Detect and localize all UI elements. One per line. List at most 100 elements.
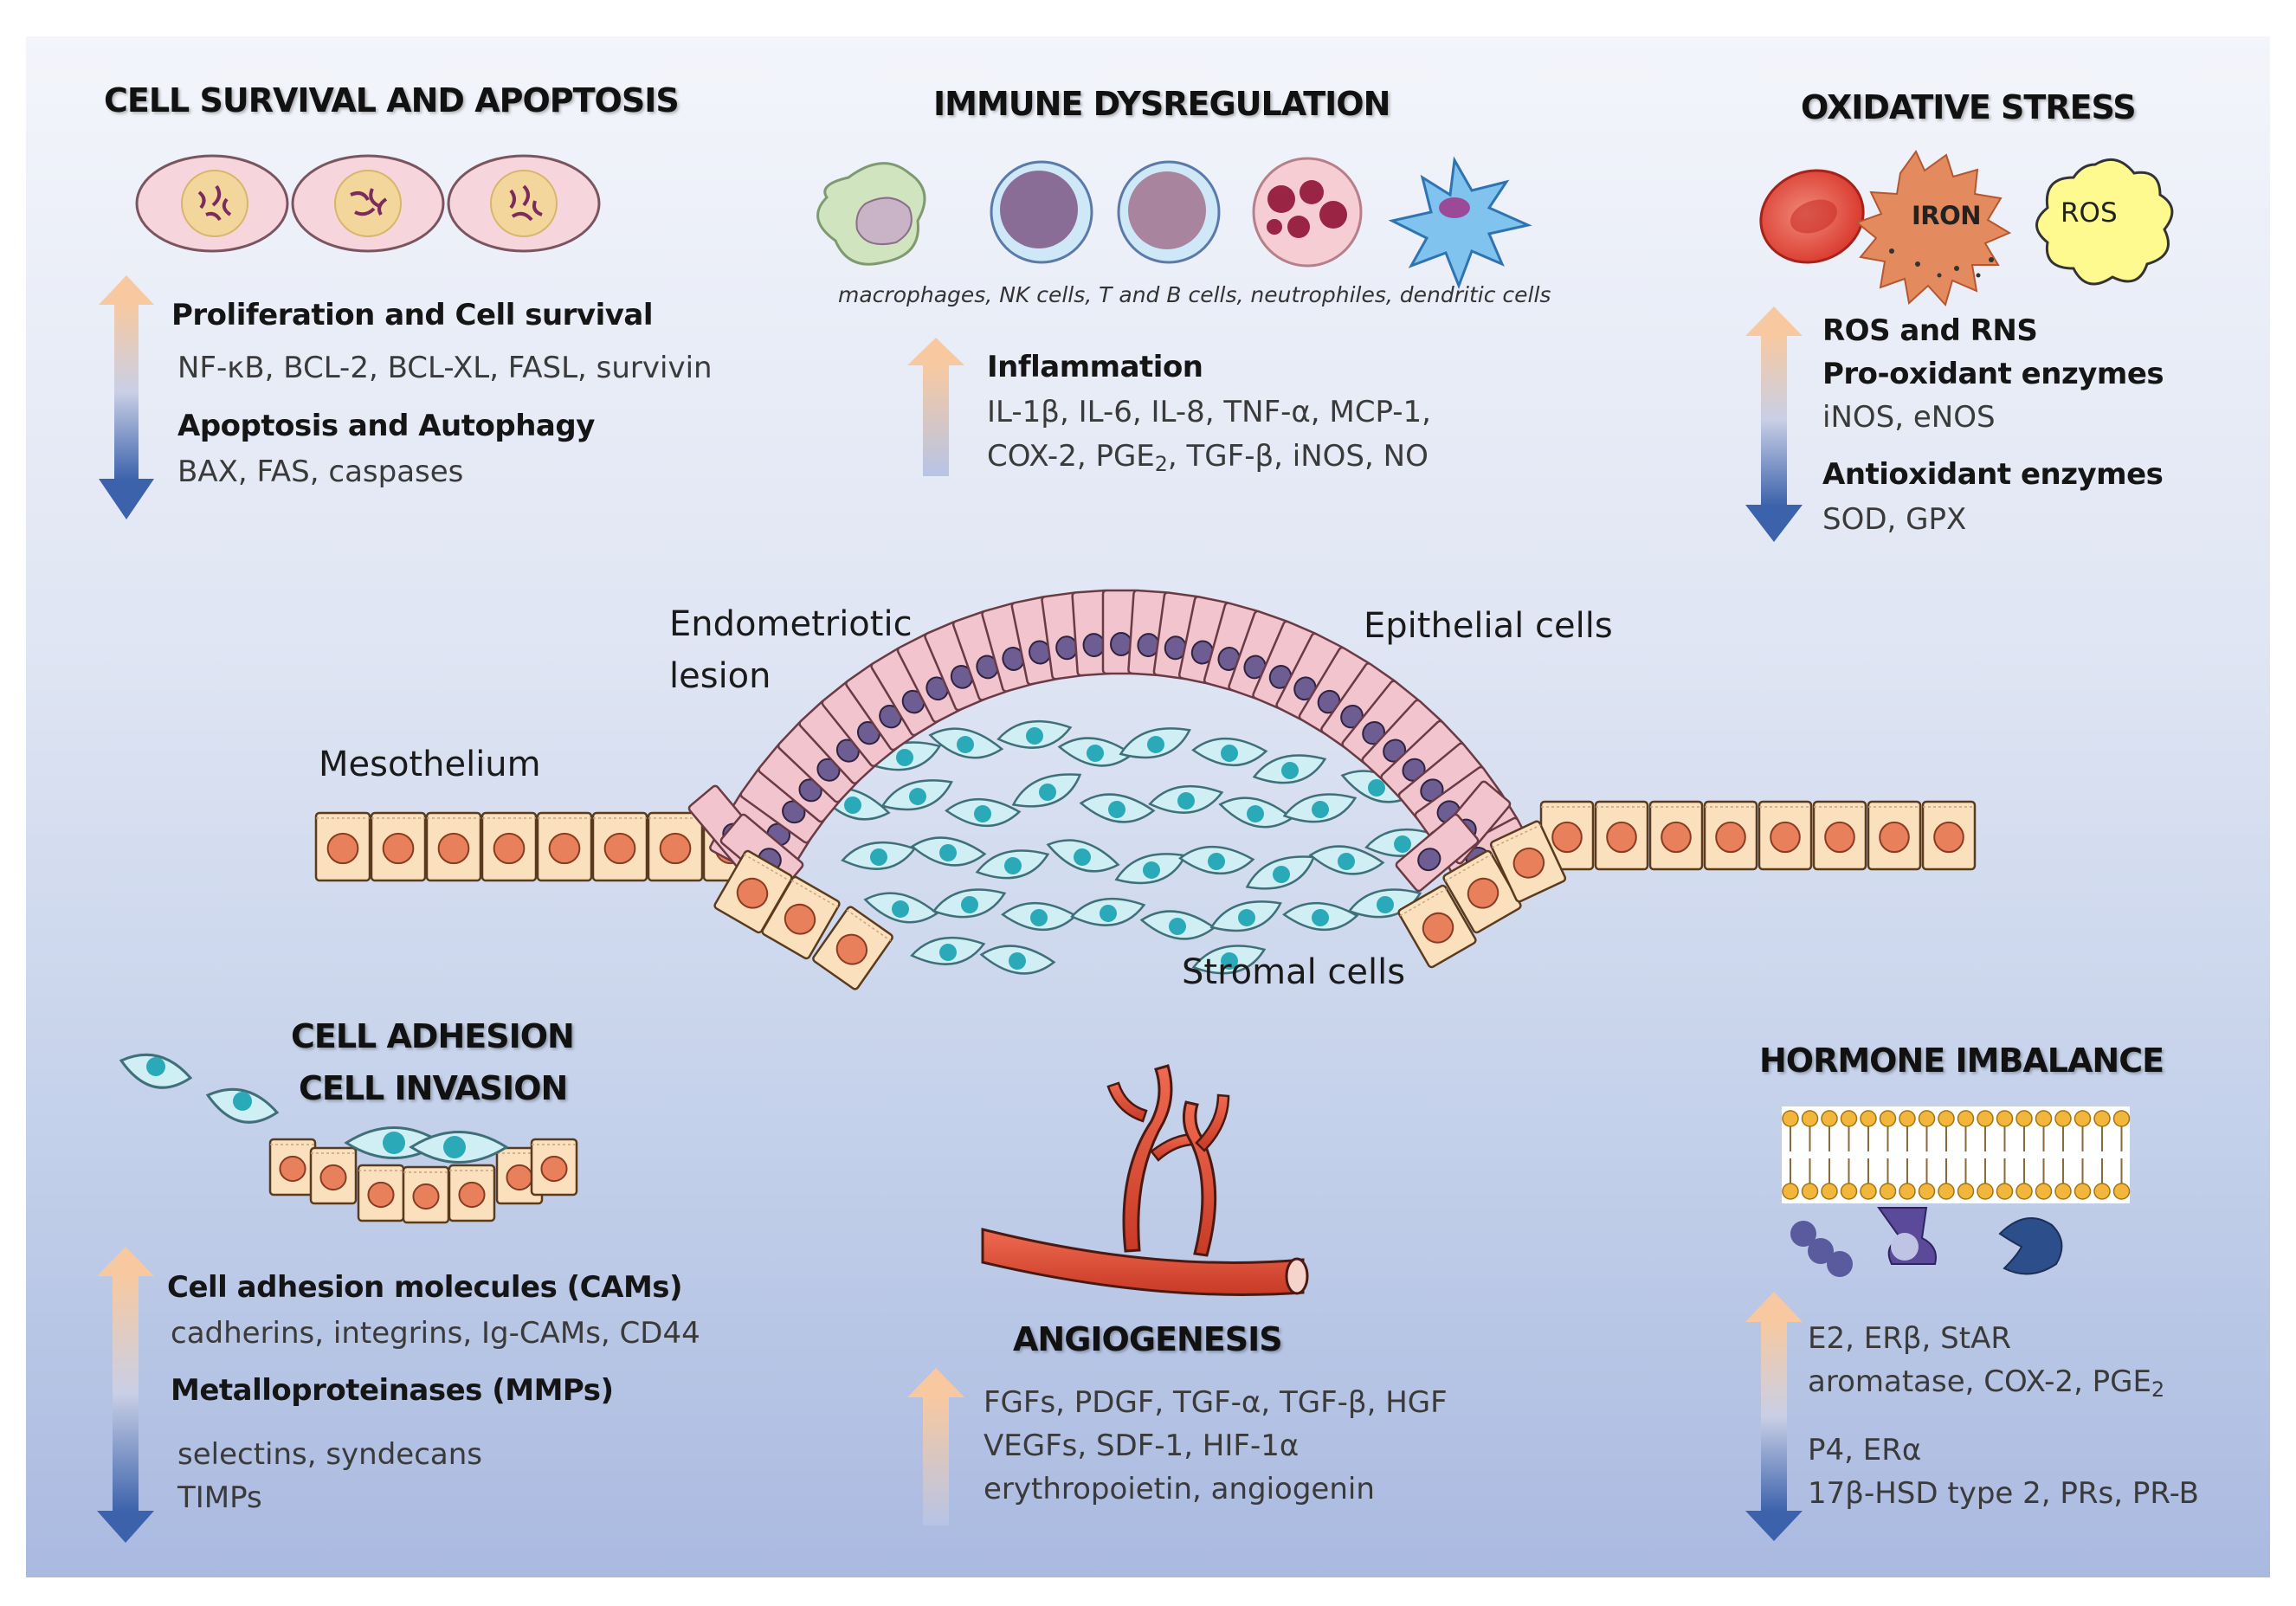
- stromal-cell: [880, 779, 953, 811]
- adhesion-down-list-1: selectins, syndecans: [177, 1437, 483, 1472]
- epithelial-cell: [1228, 610, 1291, 701]
- survival-up-list: NF-κB, BCL-2, BCL-XL, FASL, survivin: [177, 351, 713, 385]
- cams-heading: Cell adhesion molecules (CAMs): [167, 1270, 683, 1305]
- stromal-cell: [1218, 797, 1294, 829]
- angiogenesis-list-1: FGFs, PDGF, TGF-α, TGF-β, HGF: [984, 1385, 1448, 1420]
- mesothelial-cell: [268, 1138, 317, 1196]
- mesothelial-cell: [314, 811, 371, 882]
- epithelial-cell: [1395, 813, 1480, 893]
- stromal-cell: [863, 892, 939, 924]
- mesothelial-cell: [357, 1164, 405, 1222]
- hormone-down-list-2: 17β-HSD type 2, PRs, PR-B: [1808, 1476, 2199, 1511]
- survival-title: CELL SURVIVAL AND APOPTOSIS: [104, 81, 680, 119]
- hormone-up-list-2: aromatase, COX-2, PGE2: [1808, 1364, 2165, 1402]
- mesothelial-cell: [1703, 800, 1758, 871]
- hormone-down-list-1: P4, ERα: [1808, 1433, 1922, 1467]
- mesothelial-cell: [536, 811, 593, 882]
- mmps-heading: Metalloproteinases (MMPs): [171, 1373, 614, 1408]
- stromal-cell: [975, 849, 1050, 880]
- stromal-cell: [1282, 901, 1359, 932]
- adhesion-title-1: CELL ADHESION: [291, 1017, 575, 1055]
- survival-updown-arrow: [99, 275, 154, 519]
- mesothelial-cell: [1594, 800, 1649, 871]
- red-blood-cell-icon: [1759, 169, 1865, 264]
- dividing-cells-icon: [135, 154, 601, 253]
- ros-icon: [2035, 158, 2174, 286]
- stromal-cell: [1308, 845, 1385, 875]
- mesothelial-cell: [812, 906, 893, 990]
- mesothelial-cell: [530, 1138, 578, 1196]
- stromal-cell: [1191, 945, 1267, 975]
- hormone-up-list-1: E2, ERβ, StAR: [1808, 1321, 2011, 1356]
- mesothelial-cell: [1812, 800, 1867, 871]
- cams-list: cadherins, integrins, Ig-CAMs, CD44: [171, 1316, 700, 1351]
- stromal-cell: [932, 888, 1007, 919]
- iron-label: IRON: [1912, 201, 1982, 230]
- mesothelial-cell: [448, 1164, 496, 1222]
- hormone-title: HORMONE IMBALANCE: [1759, 1042, 2164, 1080]
- epithelial-cell: [1127, 589, 1171, 677]
- stromal-cell: [1282, 793, 1358, 823]
- blood-vessel-icon: [981, 1064, 1309, 1296]
- epithelial-cells-label: Epithelial cells: [1364, 606, 1613, 646]
- mesothelial-cell: [1648, 800, 1704, 871]
- epithelial-cell: [739, 765, 829, 844]
- survival-up-heading: Proliferation and Cell survival: [171, 298, 654, 332]
- endometriotic-lesion-label-2: lesion: [669, 656, 771, 696]
- mesothelial-cell: [1867, 800, 1922, 871]
- stromal-cell: [910, 836, 987, 867]
- epithelial-cell: [1320, 662, 1397, 751]
- mesothelial-cell: [1757, 800, 1813, 871]
- adhesion-updown-arrow: [97, 1247, 154, 1543]
- endometriotic-lesion-label-1: Endometriotic: [669, 604, 913, 644]
- mesothelial-cell: [480, 811, 538, 882]
- mesothelium-right: [1539, 800, 1977, 871]
- oxidative-up-heading-1: ROS and RNS: [1822, 313, 2038, 348]
- inflammation-list-1: IL-1β, IL-6, IL-8, TNF-α, MCP-1,: [987, 395, 1431, 429]
- mesothelial-cell: [402, 1165, 450, 1224]
- mesothelium-label: Mesothelium: [319, 745, 541, 784]
- stromal-cell: [1209, 900, 1282, 932]
- stromal-cell: [996, 719, 1073, 749]
- inflammation-up-arrow: [907, 338, 964, 476]
- mesothelial-cell: [591, 811, 648, 882]
- mesothelial-cell: [1397, 884, 1477, 969]
- angiogenesis-title: ANGIOGENESIS: [1013, 1320, 1283, 1358]
- angiogenesis-list-3: erythropoietin, angiogenin: [984, 1472, 1375, 1506]
- stromal-cell: [1114, 853, 1187, 885]
- adhesion-down-list-2: TIMPs: [177, 1480, 262, 1515]
- invading-cells-icon: [119, 1053, 578, 1224]
- survival-down-heading: Apoptosis and Autophagy: [177, 409, 595, 443]
- survival-down-list: BAX, FAS, caspases: [177, 455, 464, 489]
- stromal-cell: [1070, 897, 1146, 926]
- adhesion-title-2: CELL INVASION: [299, 1069, 568, 1107]
- inflammation-list-2: COX-2, PGE2, TGF-β, iNOS, NO: [987, 439, 1429, 476]
- stromal-cells: [816, 719, 1441, 975]
- stromal-cell: [910, 936, 986, 965]
- stromal-cell: [1252, 754, 1327, 784]
- hormone-updown-arrow: [1745, 1292, 1803, 1541]
- stromal-cell: [1001, 901, 1078, 932]
- cell-membrane-icon: [1782, 1106, 2131, 1277]
- mesothelial-cell: [425, 811, 482, 882]
- mesothelial-cell: [1442, 849, 1522, 934]
- stromal-cell: [945, 797, 1022, 828]
- stromal-cell: [1011, 773, 1082, 808]
- immune-cells-icon: [816, 156, 1532, 290]
- immune-title: IMMUNE DYSREGULATION: [933, 85, 1390, 123]
- stromal-cell: [1364, 828, 1441, 857]
- stromal-cell: [841, 841, 917, 870]
- mesothelium-left: [314, 811, 759, 882]
- oxidative-down-heading: Antioxidant enzymes: [1822, 457, 2164, 492]
- ros-label: ROS: [2061, 197, 2118, 229]
- mesothelium-under-lesion: [713, 820, 1567, 990]
- oxidative-up-list: iNOS, eNOS: [1822, 400, 1996, 435]
- stromal-cell: [928, 727, 1004, 759]
- immune-cells-caption: macrophages, NK cells, T and B cells, ne…: [838, 282, 1551, 307]
- stromal-cell: [1119, 727, 1191, 759]
- stromal-cell: [1178, 845, 1255, 875]
- oxidative-updown-arrow: [1745, 306, 1803, 542]
- stromal-cell: [979, 945, 1056, 975]
- inflammation-heading: Inflammation: [987, 350, 1203, 384]
